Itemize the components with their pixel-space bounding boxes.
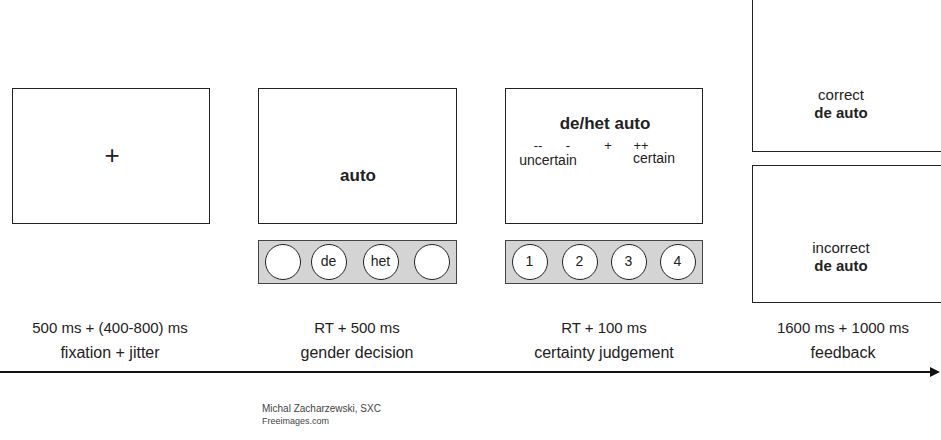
node-text: 1	[526, 254, 534, 269]
node-text: de/het auto	[560, 115, 651, 134]
response-button: het	[363, 244, 399, 280]
timeline-label: 1600 ms + 1000 ms	[777, 320, 909, 337]
response-pad: de het	[258, 240, 457, 284]
credit-text: Freeimages.com	[262, 417, 329, 427]
node-text: +	[104, 141, 119, 170]
feedback-box: incorrectde auto	[752, 165, 941, 303]
node-text: certain	[633, 151, 675, 166]
timeline-axis	[0, 371, 932, 373]
timeline-arrowhead	[930, 367, 940, 377]
response-button	[414, 244, 450, 280]
timeline-label: feedback	[811, 344, 876, 362]
response-button: 1	[512, 244, 548, 280]
response-button: de	[311, 244, 347, 280]
node-text: het	[371, 254, 390, 269]
node-text: 3	[625, 254, 633, 269]
node-text: de	[321, 254, 337, 269]
timeline-label: fixation + jitter	[60, 344, 159, 362]
node-text: -	[566, 139, 570, 153]
response-button: 4	[660, 244, 696, 280]
response-button	[265, 244, 301, 280]
feedback-box: correctde auto	[752, 0, 941, 152]
credit-text: Michal Zacharzewski, SXC	[262, 403, 381, 414]
node-text: 4	[674, 254, 682, 269]
timeline-label: gender decision	[301, 344, 414, 362]
node-text: correct	[818, 87, 864, 104]
timeline-label: certainty judgement	[534, 344, 674, 362]
node-text: auto	[340, 167, 376, 186]
timeline-label: RT + 500 ms	[314, 320, 400, 337]
node-text: incorrect	[812, 240, 870, 257]
screen-box: de/het auto---+++uncertaincertain	[505, 88, 703, 224]
screen-box: auto	[258, 88, 457, 224]
node-text: +	[604, 139, 612, 153]
screen-box: +	[12, 88, 210, 224]
timeline-label: RT + 100 ms	[561, 320, 647, 337]
node-text: de auto	[814, 105, 867, 122]
node-text: uncertain	[519, 153, 577, 168]
timeline-label: 500 ms + (400-800) ms	[32, 320, 188, 337]
node-text: --	[534, 139, 543, 153]
response-button: 2	[562, 244, 598, 280]
response-button: 3	[611, 244, 647, 280]
node-text: de auto	[814, 258, 867, 275]
node-text: 2	[576, 254, 584, 269]
response-pad: 1 2 3 4	[505, 240, 703, 284]
